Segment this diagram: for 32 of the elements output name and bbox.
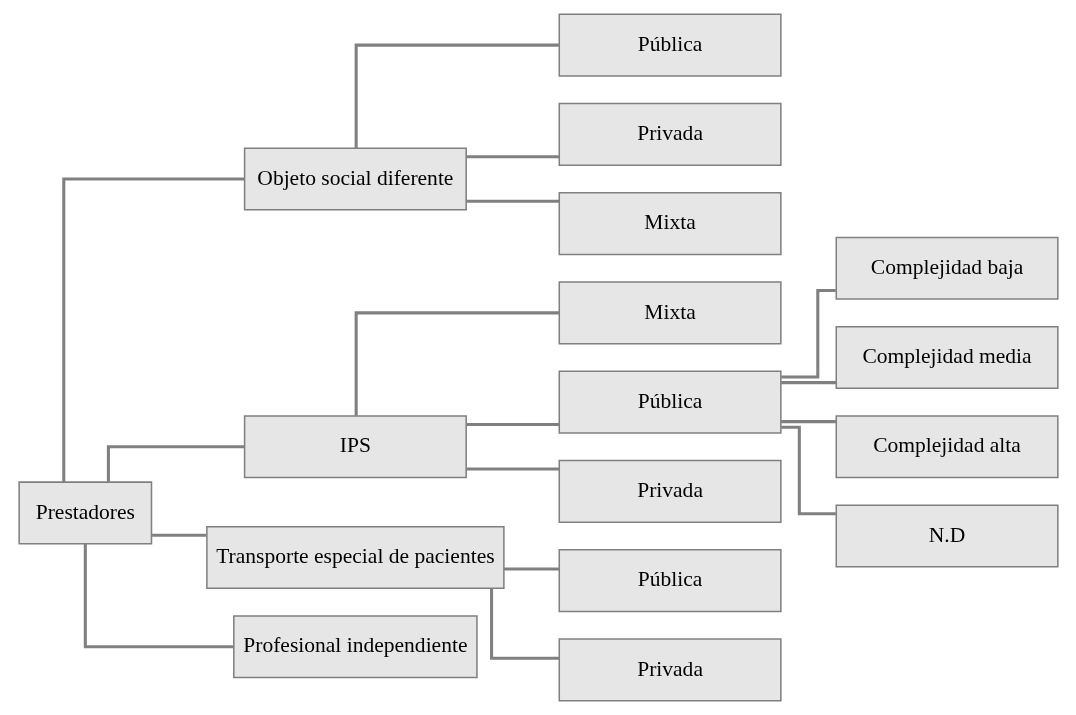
connector <box>354 43 559 148</box>
node-box: Privada <box>558 638 782 702</box>
connector <box>465 155 559 159</box>
connector <box>83 543 234 649</box>
node-box: Mixta <box>558 192 782 256</box>
node-box: Prestadores <box>17 481 152 545</box>
connector <box>465 422 559 426</box>
node-box: Complejidad media <box>835 325 1059 390</box>
node-box: Profesional independiente <box>232 615 478 679</box>
node-box: Pública <box>558 370 782 434</box>
connector <box>780 381 836 385</box>
connector <box>780 420 836 424</box>
connector <box>151 533 206 537</box>
node-box: Mixta <box>558 281 782 345</box>
node-box: N.D <box>835 504 1059 568</box>
node-box: Transporte especial de pacientes <box>205 526 505 590</box>
node-box: Pública <box>558 13 782 77</box>
node-box: Pública <box>558 549 782 613</box>
connector <box>503 567 559 571</box>
node-box: Complejidad baja <box>835 236 1059 300</box>
connector <box>106 445 244 482</box>
node-box: IPS <box>243 415 467 479</box>
connector <box>465 199 559 203</box>
node-box: Privada <box>558 459 782 523</box>
node-box: Privada <box>558 102 782 166</box>
connector <box>489 588 559 660</box>
node-box: Complejidad alta <box>835 415 1059 479</box>
connector <box>354 311 559 416</box>
connector <box>780 425 836 516</box>
connector <box>61 177 244 483</box>
node-box: Objeto social diferente <box>243 147 467 211</box>
connector <box>465 467 559 471</box>
